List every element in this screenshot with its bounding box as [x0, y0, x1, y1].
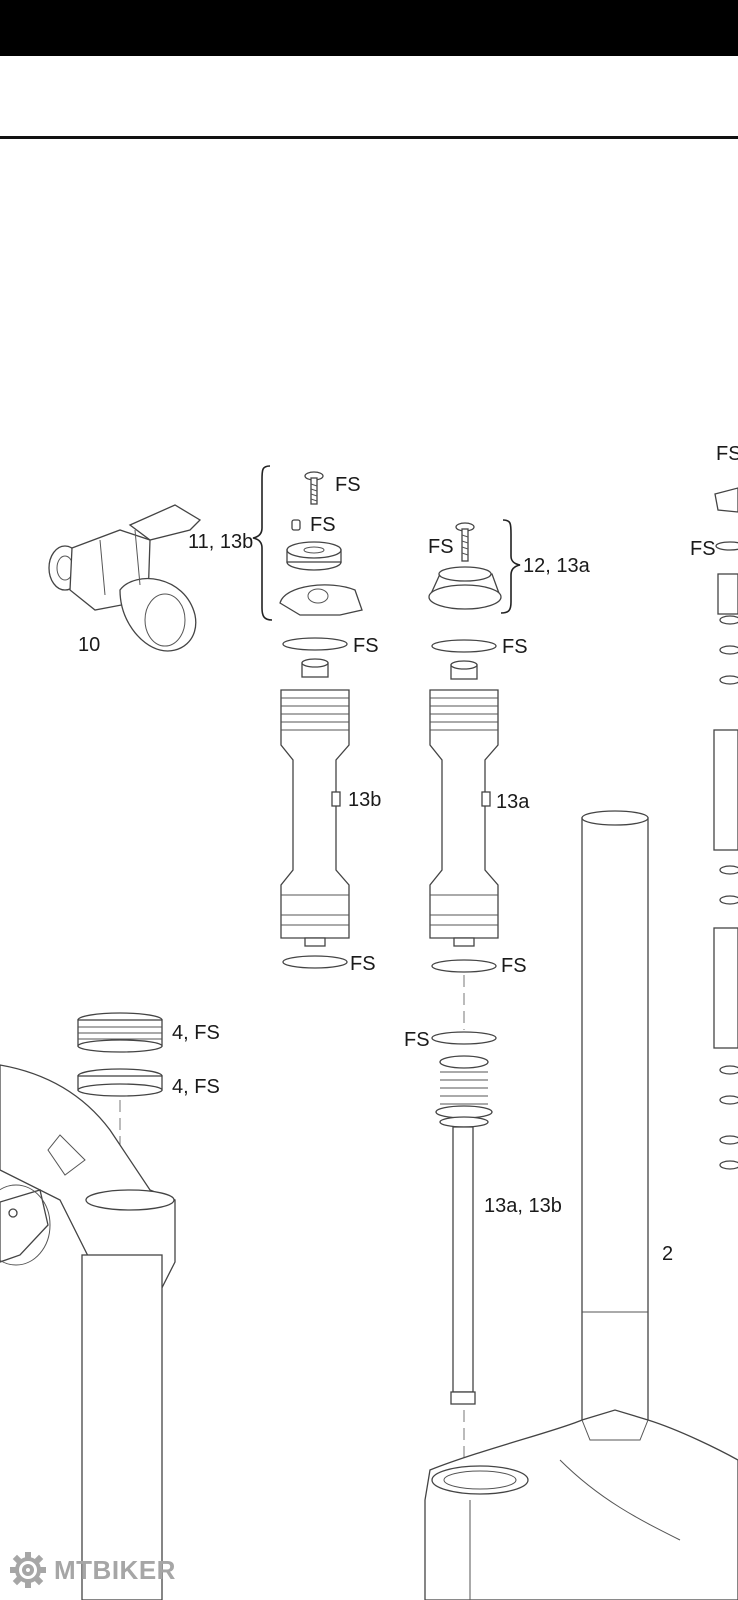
label-remote-10: 10 [78, 634, 100, 656]
label-oring-a-fs: FS [353, 635, 379, 657]
seal-head-part [77, 1012, 163, 1190]
stanchion-part [581, 810, 649, 1431]
label-stanchion-2: 2 [662, 1243, 673, 1265]
header-area [0, 56, 738, 139]
damper-knob-group-13b [252, 465, 363, 621]
label-seal-2: 4, FS [172, 1076, 220, 1098]
label-group-11-13b: 11, 13b [188, 531, 253, 553]
cartridge-13a-part [429, 639, 499, 1030]
label-top-fs: FS [716, 443, 738, 465]
label-shaft: 13a, 13b [484, 1195, 562, 1217]
gear-logo-icon [10, 1552, 46, 1588]
label-screw2-fs: FS [428, 536, 454, 558]
status-bar [0, 0, 738, 56]
label-oring-b-fs: FS [502, 636, 528, 658]
right-edge-assembly-part [713, 487, 738, 1170]
remote-lever-part [48, 504, 202, 652]
crown-left-part [0, 1064, 176, 1600]
shaft-spring-part [431, 1031, 497, 1480]
damper-knob-group-13a [428, 519, 521, 614]
watermark-brand: MTBIKER [54, 1554, 176, 1585]
crown-right-part [424, 1409, 738, 1600]
label-oring-d-fs: FS [501, 955, 527, 977]
watermark: MTBIKER [8, 1550, 176, 1590]
label-cartridge-13b: 13b [348, 789, 381, 811]
cartridge-13b-part [280, 637, 350, 969]
label-screw-fs: FS [335, 474, 361, 496]
label-setscrew-fs: FS [310, 514, 336, 536]
label-spring-fs: FS [404, 1029, 430, 1051]
label-right-fs: FS [690, 538, 716, 560]
label-oring-c-fs: FS [350, 953, 376, 975]
label-seal-1: 4, FS [172, 1022, 220, 1044]
label-cartridge-13a: 13a [496, 791, 530, 813]
label-group-12-13a: 12, 13a [523, 555, 591, 577]
